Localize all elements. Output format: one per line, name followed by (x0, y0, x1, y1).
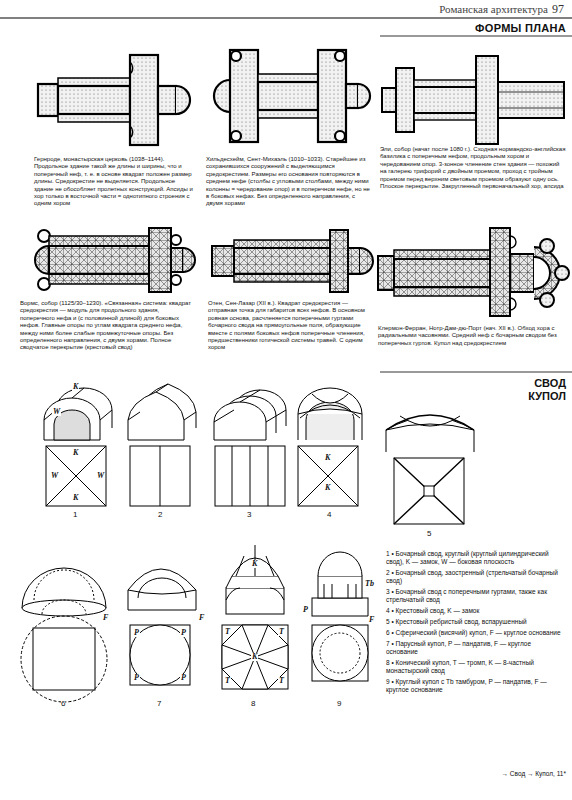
figure-letter: K (251, 560, 258, 568)
plan-caption: Вормс, собор (1125/30–1230). «Связанная»… (20, 300, 192, 352)
figure-letter: F (368, 616, 375, 624)
figure-number: 3 (247, 511, 251, 519)
figure-letter: P (180, 629, 187, 637)
figure-letter: P (133, 674, 140, 682)
legend-entry: 1 • Бочарный свод, круглый (круглый цили… (386, 550, 564, 566)
section-heading: КУПОЛ (528, 391, 566, 402)
page-number: 97 (552, 3, 564, 15)
figure-number: 2 (158, 511, 162, 519)
figure-letter: F (102, 614, 109, 622)
figure-letter: W (50, 472, 59, 480)
figure-letter: W (96, 472, 105, 480)
figure-letter: T (224, 677, 231, 685)
legend-entry: 7 • Парусный купол, P — пандатив, F — кр… (386, 640, 564, 656)
figure-number: 9 (337, 700, 341, 708)
figure-number: 8 (251, 700, 255, 708)
figure-number: 7 (157, 700, 161, 708)
figure-letter: P (180, 674, 187, 682)
figure-letter: T (278, 677, 285, 685)
figure-letter: W (52, 408, 61, 416)
plan-caption: Отен, Сен-Лазар (XII в.). Квадрат средок… (208, 300, 370, 352)
figure-letter: P (133, 629, 140, 637)
figure-number: 1 (73, 511, 77, 519)
figure-letter: K (72, 383, 79, 391)
running-head: Романская архитектура (439, 4, 548, 15)
plan-caption: Эли, собор (начат после 1080 г.). Сходна… (380, 146, 566, 190)
legend-entry: 3 • Бочарный свод с поперечными гуртами,… (386, 588, 564, 604)
figure-letter: K (324, 484, 331, 492)
figure-letter: T (278, 628, 285, 636)
legend-entry: 2 • Бочарный свод, заостренный (стрельча… (386, 569, 564, 585)
figure-letter: K (72, 449, 79, 457)
figure-number: 6 (61, 700, 65, 708)
plan-caption: Гернроде, монастырская церковь (1038–114… (34, 156, 194, 208)
plan-caption: Хильдесхейм, Сент-Михаэль (1010–1033). С… (206, 156, 370, 208)
legend-entry: 8 • Конический купол, T — тромп, K — 8-ч… (386, 659, 564, 675)
figure-letter: P (302, 606, 309, 614)
legend-entry: 4 • Крестовый свод, K — замок (386, 607, 564, 615)
figure-letter: K (324, 454, 331, 462)
figure-number: 5 (427, 530, 431, 538)
plan-caption: Клермон-Ферран, Нотр-Дам-дю-Порт (нач. X… (378, 325, 566, 347)
section-heading: ФОРМЫ ПЛАНА (475, 23, 566, 34)
section-heading: СВОД (534, 378, 566, 389)
figure-letter: K (72, 494, 79, 502)
figure-letter: F (198, 614, 205, 622)
figure-number: 4 (327, 511, 331, 519)
figure-letter: Tb (364, 580, 375, 588)
figure-letter: T (224, 628, 231, 636)
legend-entry: 6 • Сферический (висячий) купол, F — кру… (386, 629, 564, 637)
legend-entry: 5 • Крестовый ребристый свод, вспарушенн… (386, 618, 564, 626)
figure-letter: K (251, 653, 258, 661)
cross-reference: → Свод → Купол, 11* (502, 770, 566, 778)
legend-entry: 9 • Круглый купол с Tb тамбуром, P — пан… (386, 678, 564, 694)
